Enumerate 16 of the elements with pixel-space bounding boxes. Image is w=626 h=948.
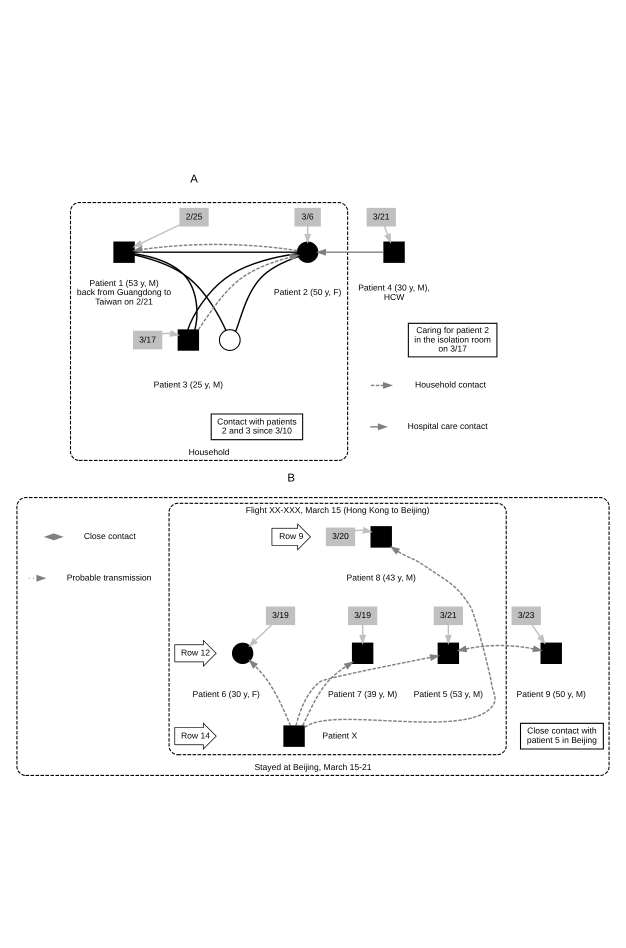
node-label: Patient X <box>322 730 358 740</box>
node-label: Patient 3 (25 y, M) <box>154 380 224 390</box>
node-label: Patient 7 (39 y, M) <box>328 688 398 699</box>
node-label: Patient 5 (53 y, M) <box>414 688 484 699</box>
legend-label: Hospital care contact <box>408 421 488 432</box>
node-label: Patient 4 (30 y, M), HCW <box>358 282 430 302</box>
label: B <box>287 472 296 485</box>
legend-label: Probable transmission <box>66 572 152 582</box>
node-label: Patient 2 (50 y, F) <box>274 287 342 298</box>
legend-label: Household contact <box>415 380 486 390</box>
node-label: Patient 6 (30 y, F) <box>192 688 260 699</box>
node-label: Patient 8 (43 y, M) <box>346 572 416 582</box>
node-label: Patient 9 (50 y, M) <box>516 688 586 699</box>
legend-label: Close contact <box>84 531 136 542</box>
label: A <box>190 173 198 186</box>
node-label: Patient 1 (53 y, M) back from Guangdong to Taiwan on 2/21 <box>76 278 172 306</box>
